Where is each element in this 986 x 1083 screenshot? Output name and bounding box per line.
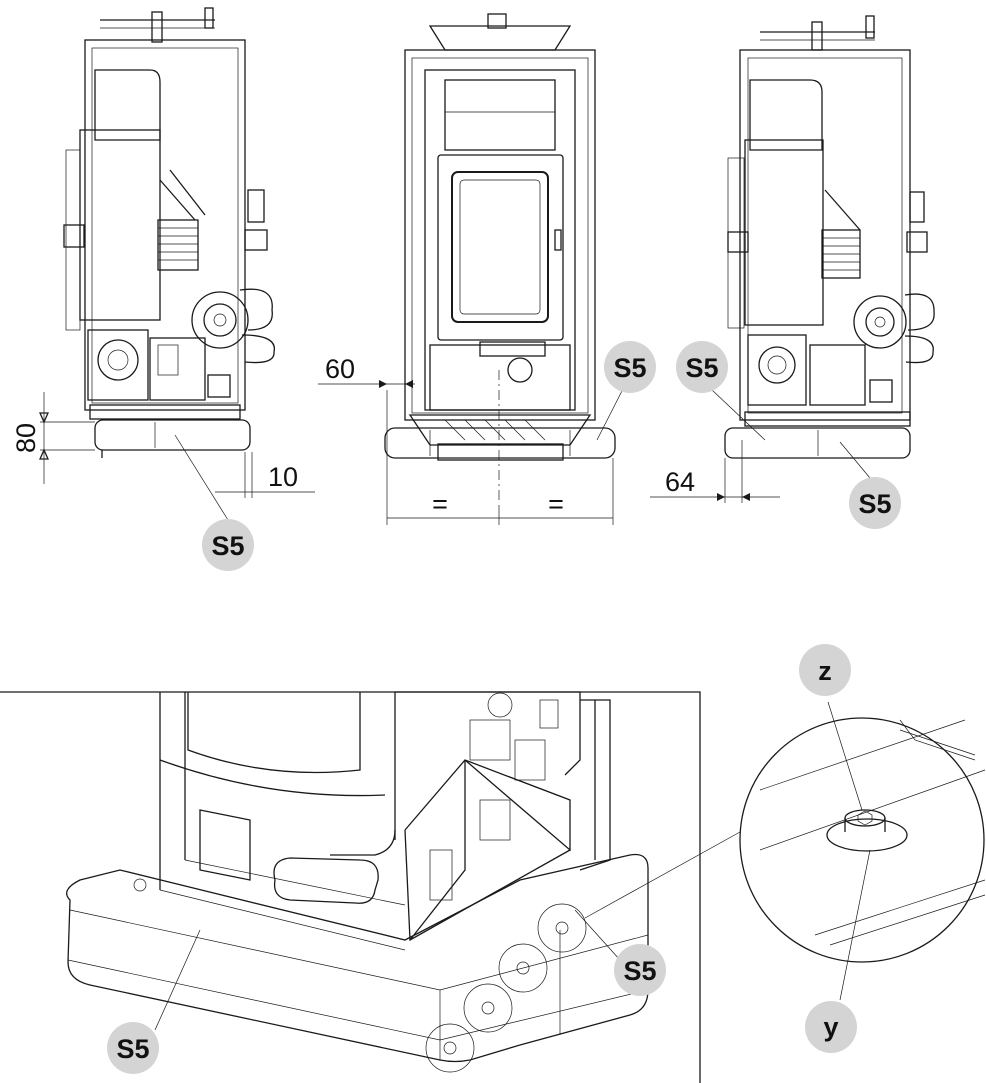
dimension-10-label: 10: [268, 462, 298, 492]
callout-s5-right-top-label: S5: [685, 353, 718, 383]
equal-dim-left: =: [432, 489, 448, 519]
right-side-view: 64: [650, 15, 935, 503]
callout-s5-right-bottom-label: S5: [858, 489, 891, 519]
dimension-80-label: 80: [11, 423, 41, 453]
dimension-64-label: 64: [665, 467, 695, 497]
callout-s5-left-label: S5: [211, 531, 244, 561]
callout-y: y: [805, 1001, 857, 1053]
callout-s5-perspective-left-label: S5: [116, 1034, 149, 1064]
left-side-view: 80 10: [11, 7, 315, 521]
callout-s5-perspective-right: S5: [614, 944, 666, 996]
front-view: = = 60: [318, 13, 626, 525]
callout-s5-right-top: S5: [676, 341, 728, 393]
perspective-view: [0, 691, 741, 1083]
callout-z: z: [799, 644, 851, 696]
callout-s5-front-label: S5: [613, 353, 646, 383]
detail-view: [739, 701, 986, 1001]
dimension-60-label: 60: [325, 354, 355, 384]
callout-s5-front: S5: [604, 341, 656, 393]
callout-s5-perspective-right-label: S5: [623, 956, 656, 986]
callout-s5-right-bottom: S5: [849, 477, 901, 529]
callout-s5-left: S5: [202, 519, 254, 571]
callout-z-label: z: [818, 656, 832, 686]
equal-dim-right: =: [548, 489, 564, 519]
callout-y-label: y: [823, 1012, 838, 1042]
callout-s5-perspective-left: S5: [107, 1022, 159, 1074]
